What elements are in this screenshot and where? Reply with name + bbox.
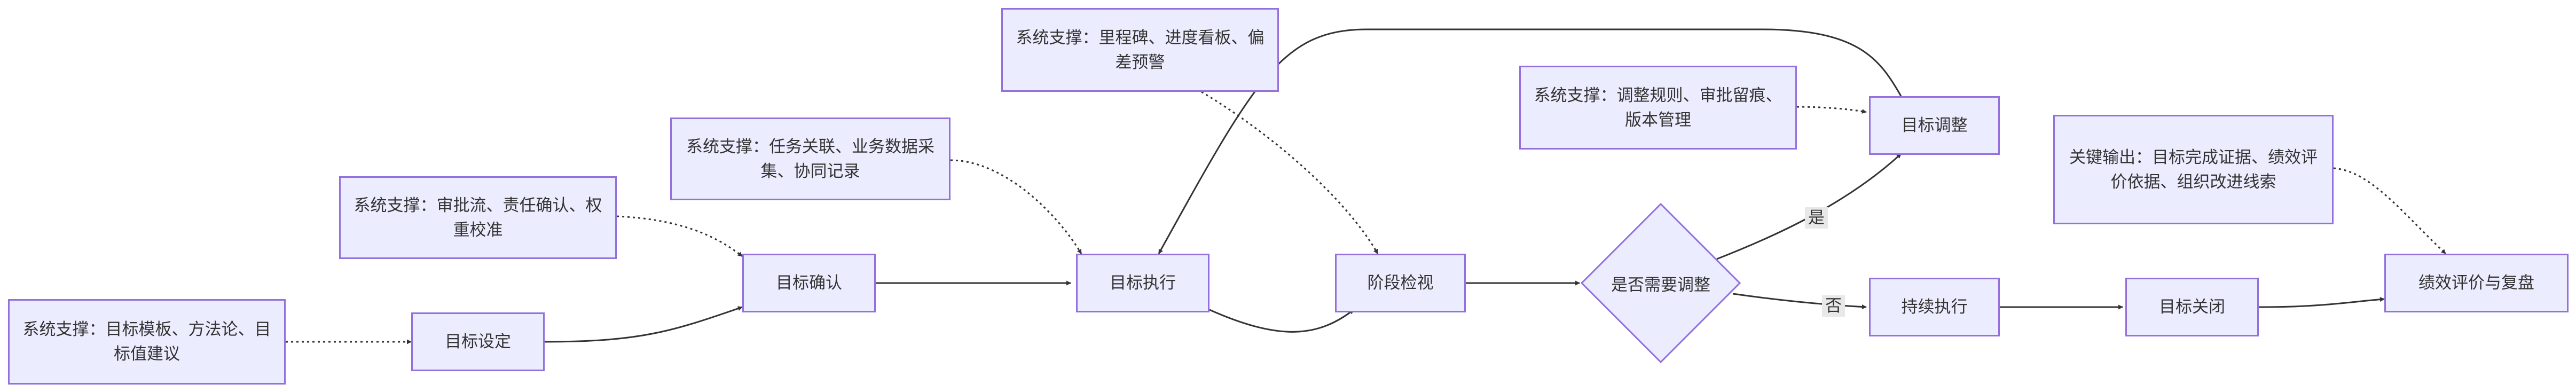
node-continue-exec[interactable]: 持续执行 <box>1869 278 2000 336</box>
edge-execute-to-review <box>1209 309 1354 333</box>
node-sys-tasks-label: 系统支撑：任务关联、业务数据采集、协同记录 <box>686 137 934 181</box>
edge-label-yes: 是 <box>1805 207 1828 229</box>
node-goal-execute-label: 目标执行 <box>1110 273 1176 293</box>
edge-label-no: 否 <box>1822 295 1845 317</box>
node-goal-execute[interactable]: 目标执行 <box>1076 254 1210 312</box>
decision-diamond-shape <box>1581 203 1741 363</box>
node-goal-confirm-label: 目标确认 <box>776 273 842 293</box>
node-goal-setting[interactable]: 目标设定 <box>411 312 545 371</box>
node-need-adjust[interactable]: 是否需要调整 <box>1581 203 1741 363</box>
node-continue-exec-label: 持续执行 <box>1901 297 1968 317</box>
node-need-adjust-label: 是否需要调整 <box>1611 275 1710 295</box>
edge-rules-to-adjust <box>1796 106 1867 114</box>
edge-tasks-to-execute <box>950 159 1082 254</box>
edge-setting-to-confirm <box>544 306 743 343</box>
node-sys-milestones-label: 系统支撑：里程碑、进度看板、偏差预警 <box>1016 28 1265 72</box>
node-goal-close-label: 目标关闭 <box>2159 297 2225 317</box>
edge-adjust-to-execute <box>1158 28 1902 254</box>
edge-output-to-review <box>2333 167 2447 255</box>
node-sys-rules-label: 系统支撑：调整规则、审批留痕、版本管理 <box>1534 85 1782 130</box>
node-stage-review[interactable]: 阶段检视 <box>1335 254 1466 312</box>
node-perf-review[interactable]: 绩效评价与复盘 <box>2384 254 2569 312</box>
edge-milestones-to-review <box>1201 91 1379 254</box>
edge-close-to-review <box>2258 297 2385 308</box>
node-goal-adjust[interactable]: 目标调整 <box>1869 96 2000 155</box>
node-goal-confirm[interactable]: 目标确认 <box>742 254 876 312</box>
node-sys-templates[interactable]: 系统支撑：目标模板、方法论、目标值建议 <box>8 299 286 385</box>
node-sys-approval-label: 系统支撑：审批流、责任确认、权重校准 <box>354 195 602 240</box>
node-key-output[interactable]: 关键输出：目标完成证据、绩效评价依据、组织改进线索 <box>2053 115 2334 224</box>
edge-decision-yes-to-adjust <box>1716 153 1902 260</box>
node-goal-close[interactable]: 目标关闭 <box>2125 278 2259 336</box>
edge-approval-to-confirm <box>616 215 743 257</box>
node-stage-review-label: 阶段检视 <box>1367 273 1434 293</box>
node-sys-milestones[interactable]: 系统支撑：里程碑、进度看板、偏差预警 <box>1001 8 1279 92</box>
node-sys-templates-label: 系统支撑：目标模板、方法论、目标值建议 <box>22 320 271 364</box>
node-goal-setting-label: 目标设定 <box>445 332 511 351</box>
node-goal-adjust-label: 目标调整 <box>1901 116 1968 135</box>
node-perf-review-label: 绩效评价与复盘 <box>2418 273 2534 293</box>
node-sys-approval[interactable]: 系统支撑：审批流、责任确认、权重校准 <box>339 176 617 259</box>
edge-decision-no-to-continue <box>1732 293 1867 310</box>
node-sys-tasks[interactable]: 系统支撑：任务关联、业务数据采集、协同记录 <box>670 117 951 200</box>
node-key-output-label: 关键输出：目标完成证据、绩效评价依据、组织改进线索 <box>2069 147 2318 192</box>
node-sys-rules[interactable]: 系统支撑：调整规则、审批留痕、版本管理 <box>1519 66 1797 150</box>
